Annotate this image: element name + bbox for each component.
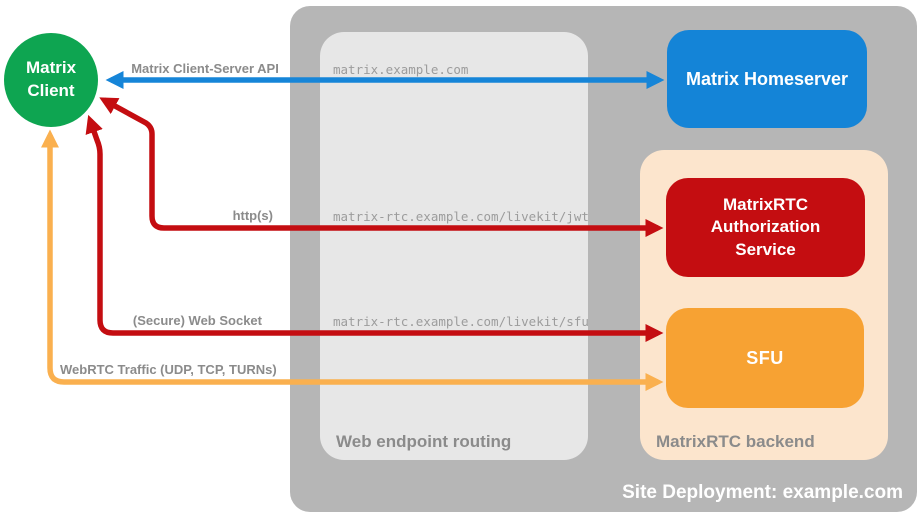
sfu-node: SFU bbox=[666, 308, 864, 408]
matrix-client-node: Matrix Client bbox=[4, 33, 98, 127]
matrixrtc-authorization-service-node: MatrixRTC Authorization Service bbox=[666, 178, 865, 277]
web-endpoint-routing-box: Web endpoint routing bbox=[320, 32, 588, 460]
web-endpoint-routing-label: Web endpoint routing bbox=[336, 432, 512, 451]
route-matrix-example-com: matrix.example.com bbox=[333, 62, 469, 77]
matrix-homeserver-node: Matrix Homeserver bbox=[667, 30, 867, 128]
secure-web-socket-arrow-label: (Secure) Web Socket bbox=[132, 313, 262, 328]
client-server-api-arrow-label: Matrix Client-Server API bbox=[131, 61, 279, 76]
webrtc-traffic-arrow-label: WebRTC Traffic (UDP, TCP, TURNs) bbox=[60, 362, 277, 377]
route-livekit-sfu: matrix-rtc.example.com/livekit/sfu bbox=[333, 314, 589, 329]
route-livekit-jwt: matrix-rtc.example.com/livekit/jwt bbox=[333, 209, 589, 224]
matrixrtc-backend-label: MatrixRTC backend bbox=[656, 432, 815, 451]
site-deployment-label: Site Deployment: example.com bbox=[622, 482, 903, 503]
https-arrow-label: http(s) bbox=[232, 208, 273, 223]
